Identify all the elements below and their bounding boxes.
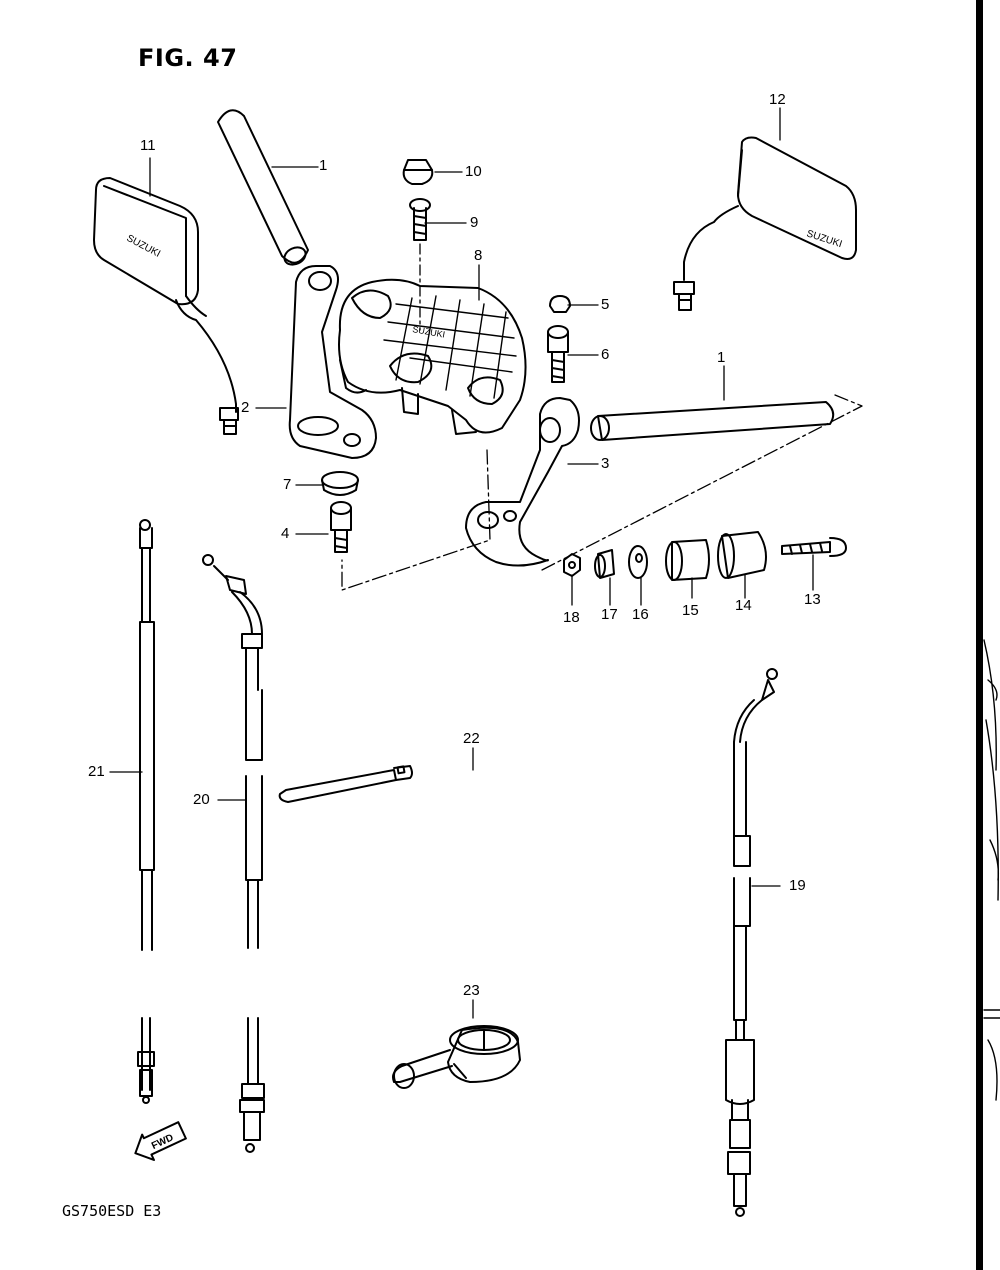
callout-14: 14 (735, 597, 752, 614)
fwd-arrow-icon: FWD (134, 1121, 187, 1161)
callout-5: 5 (601, 296, 610, 313)
callout-7: 7 (283, 476, 292, 493)
callout-21: 21 (88, 763, 105, 780)
adjacent-page-fragment (983, 639, 1000, 1101)
callout-8: 8 (474, 247, 483, 264)
cable-21 (137, 519, 155, 1104)
callout-22: 22 (463, 730, 480, 747)
model-code: GS750ESD E3 (62, 1202, 162, 1220)
handlebar-left (217, 109, 309, 266)
callout-3: 3 (601, 455, 610, 472)
screw-9 (409, 198, 431, 241)
callout-19: 19 (789, 877, 806, 894)
callout-1-left-bar: 1 (319, 157, 328, 174)
cable-20 (202, 554, 265, 1153)
bolt-4 (330, 501, 352, 553)
callout-23: 23 (463, 982, 480, 999)
cap-10 (402, 159, 434, 185)
callout-2: 2 (241, 399, 250, 416)
handle-holder-right (465, 397, 580, 567)
page-edge-bar (976, 0, 983, 1270)
mirror-right: SUZUKI (673, 136, 857, 311)
mirror-left: SUZUKI (93, 177, 239, 435)
figure-title: FIG. 47 (138, 44, 238, 72)
bolt-6 (547, 325, 569, 383)
leader-lines (109, 107, 863, 1019)
handlebar-right (590, 401, 835, 441)
callout-18: 18 (563, 609, 580, 626)
callout-20: 20 (193, 791, 210, 808)
mirror-right-brand: SUZUKI (805, 228, 843, 250)
callout-6: 6 (601, 346, 610, 363)
band-22 (278, 765, 413, 803)
collar-17 (594, 549, 615, 579)
nut-18 (563, 553, 581, 577)
cap-7 (321, 471, 359, 496)
callout-15: 15 (682, 602, 699, 619)
mirror-left-brand: SUZUKI (125, 233, 163, 260)
callout-12: 12 (769, 91, 786, 108)
cap-5 (549, 295, 571, 313)
handle-holder-plate: SUZUKI (338, 278, 527, 435)
screw-13 (781, 537, 847, 557)
callout-4: 4 (281, 525, 290, 542)
callout-13: 13 (804, 591, 821, 608)
callout-16: 16 (632, 606, 649, 623)
callout-10: 10 (465, 163, 482, 180)
cable-guide-23 (392, 1025, 521, 1089)
handle-holder-left (288, 265, 377, 459)
cable-19 (725, 668, 778, 1217)
callout-9: 9 (470, 214, 479, 231)
callout-1-right-bar: 1 (717, 349, 726, 366)
bar-end-weight-14 (717, 531, 767, 579)
washer-16 (628, 545, 648, 579)
callout-11: 11 (140, 137, 156, 154)
spacer-15 (665, 539, 710, 581)
callout-17: 17 (601, 606, 618, 623)
